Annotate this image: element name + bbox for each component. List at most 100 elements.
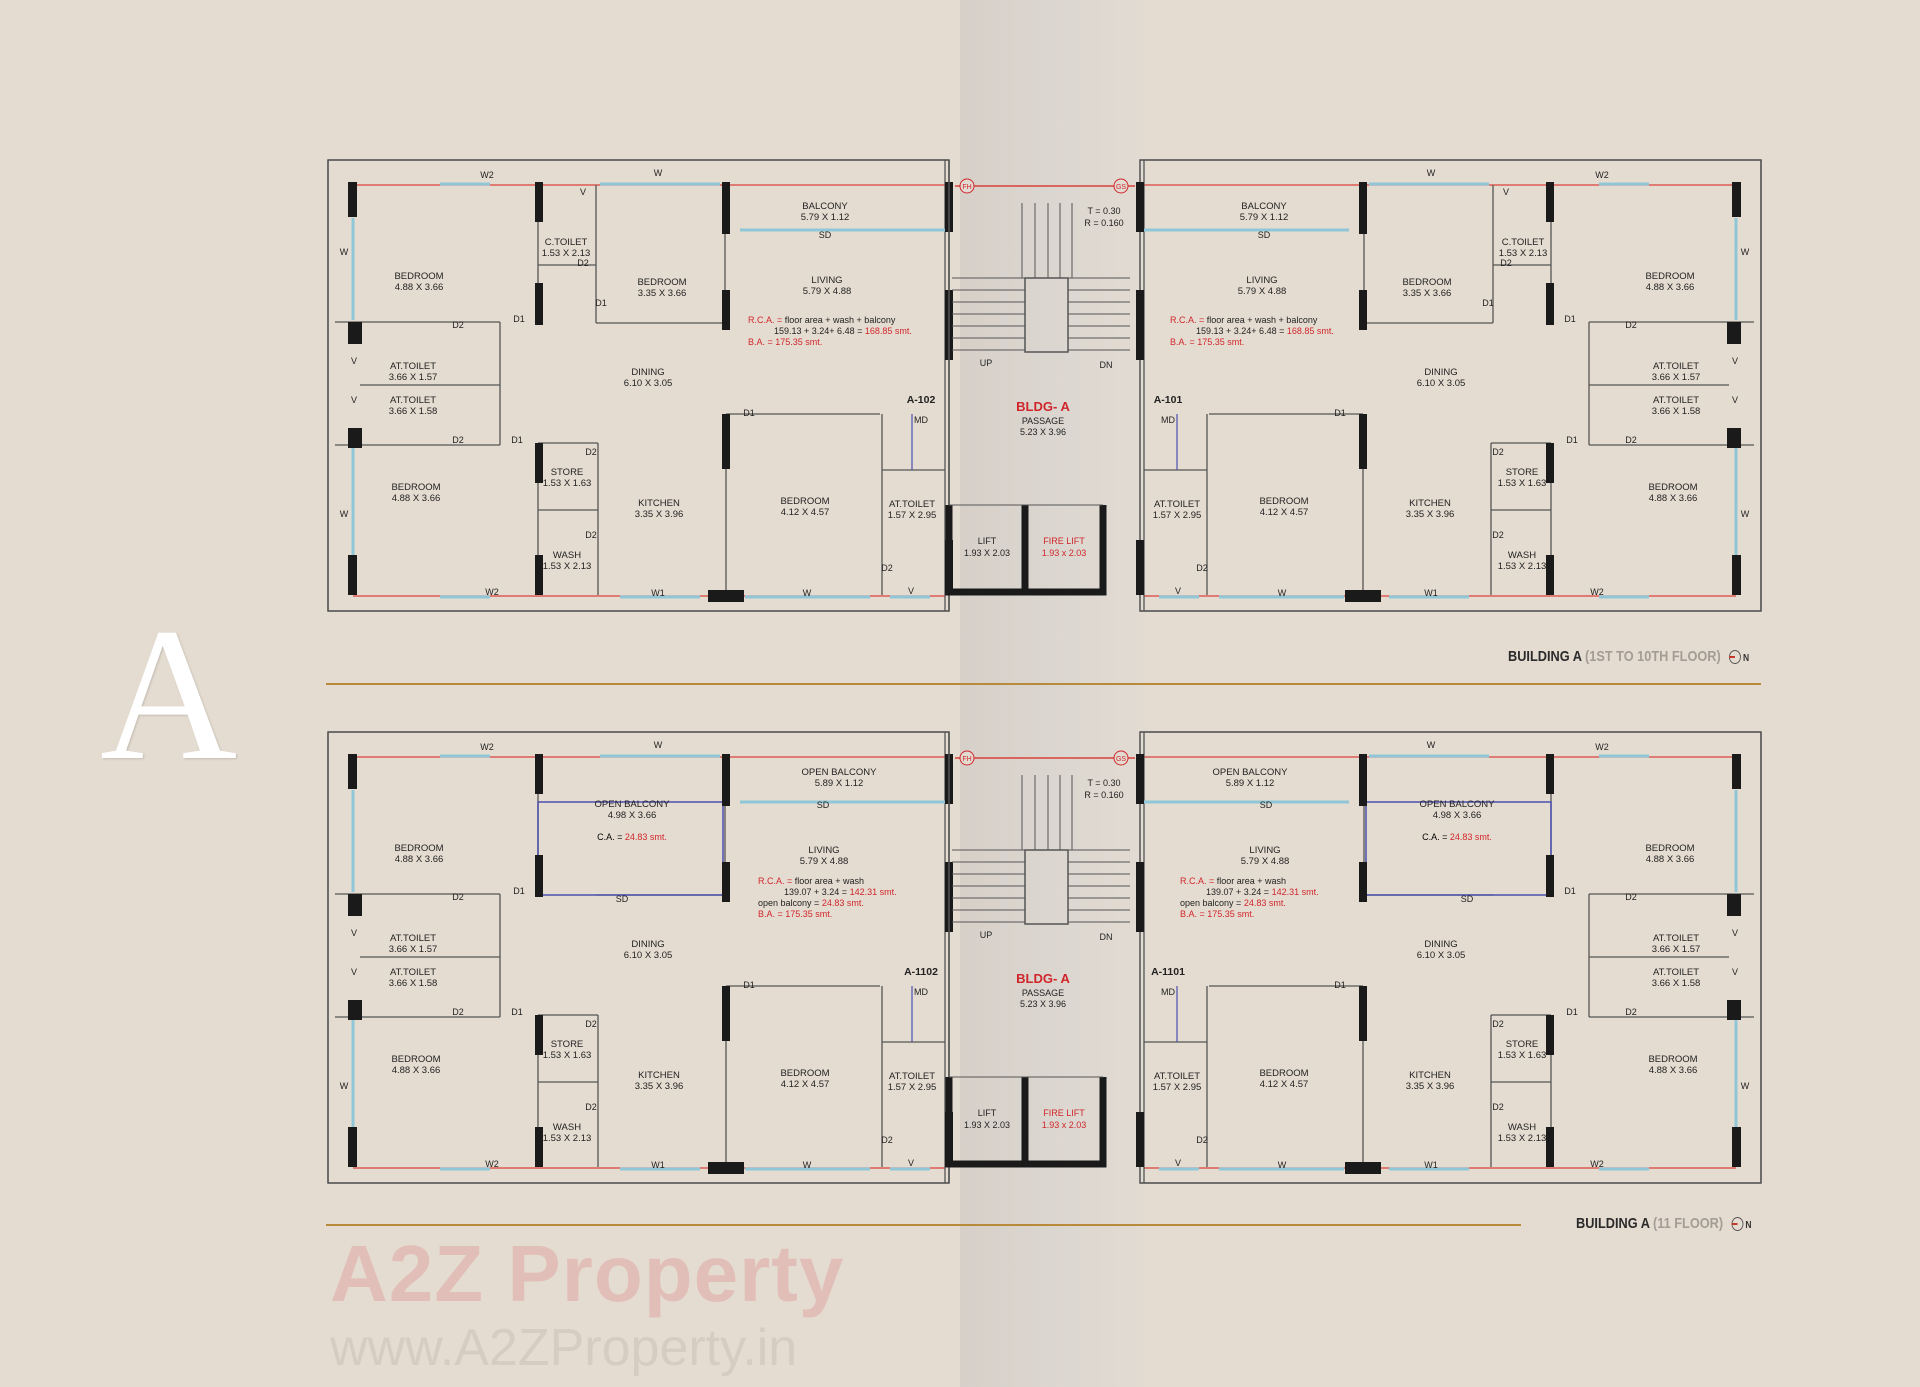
area-note: B.A. = 175.35 smt. bbox=[758, 909, 832, 919]
room-dims: 4.12 X 4.57 bbox=[1260, 1079, 1309, 1090]
column bbox=[1136, 182, 1144, 232]
opening-label: D2 bbox=[1196, 563, 1208, 573]
stair-down-label: DN bbox=[1100, 360, 1113, 370]
column bbox=[535, 283, 543, 325]
note-segment: open balcony = bbox=[758, 898, 822, 908]
column bbox=[348, 428, 362, 448]
column bbox=[535, 443, 543, 483]
room-dims: 4.88 X 3.66 bbox=[395, 282, 444, 293]
column bbox=[1359, 182, 1367, 234]
opening-label: V bbox=[351, 928, 357, 938]
column bbox=[722, 986, 730, 1041]
opening-label: W2 bbox=[480, 742, 494, 752]
area-note: 159.13 + 3.24+ 6.48 = 168.85 smt. bbox=[1196, 326, 1334, 336]
opening-label: W bbox=[1278, 1160, 1287, 1170]
column bbox=[1546, 754, 1554, 794]
tread-label: T = 0.30 bbox=[1087, 778, 1120, 788]
room-name: KITCHEN bbox=[638, 498, 680, 509]
lift-shaft-walls bbox=[945, 1077, 1107, 1168]
column bbox=[1546, 855, 1554, 897]
covered-area-note: C.A. = 24.83 smt. bbox=[597, 832, 667, 842]
unit-number: A-102 bbox=[907, 394, 936, 406]
lift-dims: 1.93 X 2.03 bbox=[964, 548, 1010, 558]
note-segment: B.A. = 175.35 smt. bbox=[1180, 909, 1254, 919]
room-name: KITCHEN bbox=[1409, 1070, 1451, 1081]
opening-label: V bbox=[580, 187, 586, 197]
note-segment: 142.31 smt. bbox=[850, 887, 897, 897]
opening-label: W2 bbox=[480, 170, 494, 180]
room-name: BALCONY bbox=[1241, 201, 1287, 212]
room-dims: 1.57 X 2.95 bbox=[888, 1082, 937, 1093]
column bbox=[1546, 1015, 1554, 1055]
riser-label: R = 0.160 bbox=[1084, 218, 1123, 228]
room-name: BALCONY bbox=[802, 201, 848, 212]
tread-label: T = 0.30 bbox=[1087, 206, 1120, 216]
watermark-url: www.A2ZProperty.in bbox=[330, 1319, 798, 1377]
opening-label: D2 bbox=[1492, 530, 1504, 540]
note-segment: 139.07 + 3.24 = bbox=[1206, 887, 1272, 897]
room-name: AT.TOILET bbox=[390, 361, 436, 372]
room-dims: 4.88 X 3.66 bbox=[1646, 854, 1695, 865]
room-name: LIVING bbox=[811, 275, 842, 286]
opening-label: D1 bbox=[1566, 435, 1578, 445]
column bbox=[1546, 182, 1554, 222]
room-name: DINING bbox=[631, 367, 664, 378]
room-dims: 3.35 X 3.96 bbox=[1406, 509, 1455, 520]
opening-label: D1 bbox=[511, 1007, 523, 1017]
note-segment: 24.83 smt. bbox=[822, 898, 864, 908]
room-name: OPEN BALCONY bbox=[1420, 799, 1496, 810]
area-note: 139.07 + 3.24 = 142.31 smt. bbox=[1206, 887, 1319, 897]
room-name: BEDROOM bbox=[1402, 277, 1451, 288]
column bbox=[348, 1000, 362, 1020]
area-note: open balcony = 24.83 smt. bbox=[1180, 898, 1286, 908]
room-dims: 1.53 X 1.63 bbox=[543, 478, 592, 489]
room-dims: 5.89 X 1.12 bbox=[815, 778, 864, 789]
room-name: STORE bbox=[1506, 1039, 1539, 1050]
opening-label: D1 bbox=[513, 314, 525, 324]
room-dims: 3.66 X 1.58 bbox=[1652, 406, 1701, 417]
column bbox=[1136, 540, 1144, 595]
room-dims: 5.79 X 4.88 bbox=[1241, 856, 1290, 867]
note-segment: open balcony = bbox=[1180, 898, 1244, 908]
room-dims: 4.98 X 3.66 bbox=[1433, 810, 1482, 821]
note-segment: 159.13 + 3.24+ 6.48 = bbox=[774, 326, 865, 336]
opening-label: V bbox=[351, 356, 357, 366]
room-name: C.TOILET bbox=[1502, 237, 1545, 248]
room-dims: 3.35 X 3.96 bbox=[635, 509, 684, 520]
room-name: OPEN BALCONY bbox=[595, 799, 671, 810]
room-dims: 3.66 X 1.58 bbox=[1652, 978, 1701, 989]
room-dims: 4.88 X 3.66 bbox=[392, 1065, 441, 1076]
north-label: N bbox=[1742, 653, 1750, 664]
opening-label: D1 bbox=[1564, 314, 1576, 324]
opening-label: D1 bbox=[513, 886, 525, 896]
main-door-label: MD bbox=[1161, 987, 1175, 997]
note-segment: B.A. = 175.35 smt. bbox=[758, 909, 832, 919]
room-dims: 6.10 X 3.05 bbox=[1417, 378, 1466, 389]
note-segment: 24.83 smt. bbox=[1450, 832, 1492, 842]
note-segment: floor area + wash + balcony bbox=[785, 315, 896, 325]
room-dims: 1.53 X 1.63 bbox=[543, 1050, 592, 1061]
note-segment: floor area + wash bbox=[795, 876, 864, 886]
room-dims: 1.53 X 2.13 bbox=[543, 561, 592, 572]
room-dims: 6.10 X 3.05 bbox=[624, 950, 673, 961]
room-dims: 1.53 X 2.13 bbox=[543, 1133, 592, 1144]
opening-label: W bbox=[1741, 509, 1750, 519]
column bbox=[535, 1127, 543, 1167]
column bbox=[1732, 182, 1741, 217]
opening-label: D2 bbox=[577, 258, 589, 268]
stair-down-label: DN bbox=[1100, 932, 1113, 942]
building-letter: A bbox=[100, 590, 238, 800]
room-name: WASH bbox=[1508, 550, 1536, 561]
fire-lift-label: FIRE LIFT bbox=[1043, 536, 1085, 546]
opening-label: D2 bbox=[585, 1102, 597, 1112]
main-door-label: MD bbox=[1161, 415, 1175, 425]
opening-label: W1 bbox=[651, 588, 665, 598]
room-dims: 3.35 X 3.66 bbox=[638, 288, 687, 299]
room-name: C.TOILET bbox=[545, 237, 588, 248]
column bbox=[722, 414, 730, 469]
opening-label: W2 bbox=[485, 1159, 499, 1169]
plan-title-main: BUILDING A bbox=[1508, 648, 1582, 665]
covered-area-note: C.A. = 24.83 smt. bbox=[1422, 832, 1492, 842]
room-name: BEDROOM bbox=[1259, 1068, 1308, 1079]
column bbox=[1345, 590, 1381, 602]
